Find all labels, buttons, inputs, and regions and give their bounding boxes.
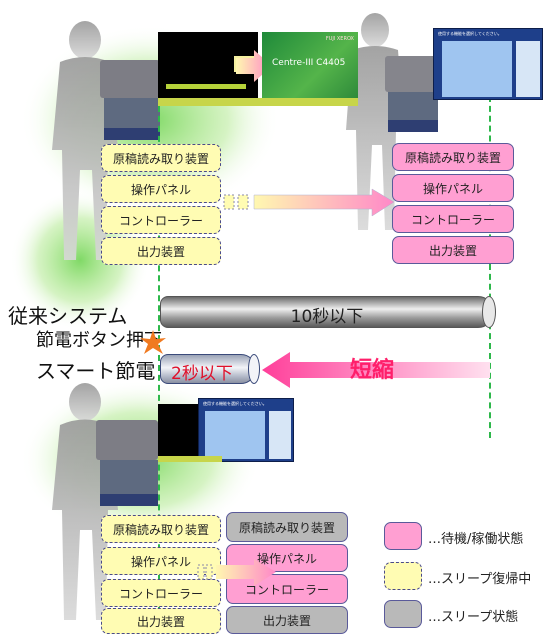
timeline-line-right	[489, 96, 491, 438]
legend-label-sleep: …スリープ状態	[428, 610, 519, 625]
legend-swatch-sleep	[384, 600, 422, 628]
conventional-system-label: 従来システム	[8, 304, 128, 328]
transfer-arrow-bottom	[197, 559, 276, 586]
panel-header-text-bottom: 使用する機能を選択してください。	[203, 401, 267, 406]
unit-top-right-controller: コントローラー	[392, 205, 514, 233]
unit-top-right-scanner: 原稿読み取り装置	[392, 143, 514, 171]
unit-top-left-controller: コントローラー	[101, 206, 221, 234]
smart-power-save-label: スマート節電	[36, 359, 156, 383]
startup-screen: FUJI XEROX Centre-III C4405	[262, 32, 358, 98]
transfer-arrow-top	[223, 188, 395, 217]
startup-bar	[158, 98, 358, 106]
legend-label-waking: …スリープ復帰中	[428, 572, 532, 587]
unit-top-right-panel: 操作パネル	[392, 174, 514, 202]
legend-swatch-active	[384, 522, 422, 550]
printer-bottom	[96, 420, 158, 506]
legend-label-active: …待機/稼働状態	[428, 532, 524, 547]
power-save-button-label: 節電ボタン押下	[36, 330, 162, 351]
startup-bar-bottom	[158, 456, 222, 462]
unit-bottom-left-controller: コントローラー	[101, 579, 221, 607]
unit-top-right-output: 出力装置	[392, 236, 514, 264]
centre-text: Centre-III C4405	[272, 58, 346, 68]
unit-bottom-right-controller: コントローラー	[226, 574, 348, 604]
unit-top-left-scanner: 原稿読み取り装置	[101, 144, 221, 172]
conventional-time-text: 10秒以下	[290, 307, 364, 327]
unit-bottom-left-output: 出力装置	[101, 608, 221, 634]
unit-top-left-panel: 操作パネル	[101, 175, 221, 203]
brand-text: FUJI XEROX	[325, 36, 354, 42]
timeline-line-left	[158, 96, 160, 620]
conventional-bar-cap	[482, 296, 496, 328]
smart-bar-cap	[248, 354, 260, 384]
printer-top-right	[385, 56, 439, 132]
conventional-time-bar: 10秒以下	[160, 296, 494, 328]
unit-bottom-left-scanner: 原稿読み取り装置	[101, 515, 221, 543]
press-burst-icon	[140, 330, 166, 354]
sleep-screen-bottom	[158, 404, 202, 456]
panel-screen-top-right: 使用する機能を選択してください。	[433, 28, 543, 100]
shorten-label: 短縮	[350, 358, 395, 383]
shorten-arrow	[262, 352, 490, 388]
smart-time-text: 2秒以下	[171, 364, 233, 384]
panel-header-text: 使用する機能を選択してください。	[438, 31, 502, 36]
unit-bottom-right-output: 出力装置	[226, 606, 348, 634]
unit-top-left-output: 出力装置	[101, 237, 221, 265]
smart-time-bar: 2秒以下	[160, 354, 256, 384]
unit-bottom-right-scanner: 原稿読み取り装置	[226, 512, 348, 542]
legend-swatch-waking	[384, 562, 422, 590]
printer-top-left	[100, 60, 160, 140]
panel-screen-bottom: 使用する機能を選択してください。	[198, 398, 294, 462]
